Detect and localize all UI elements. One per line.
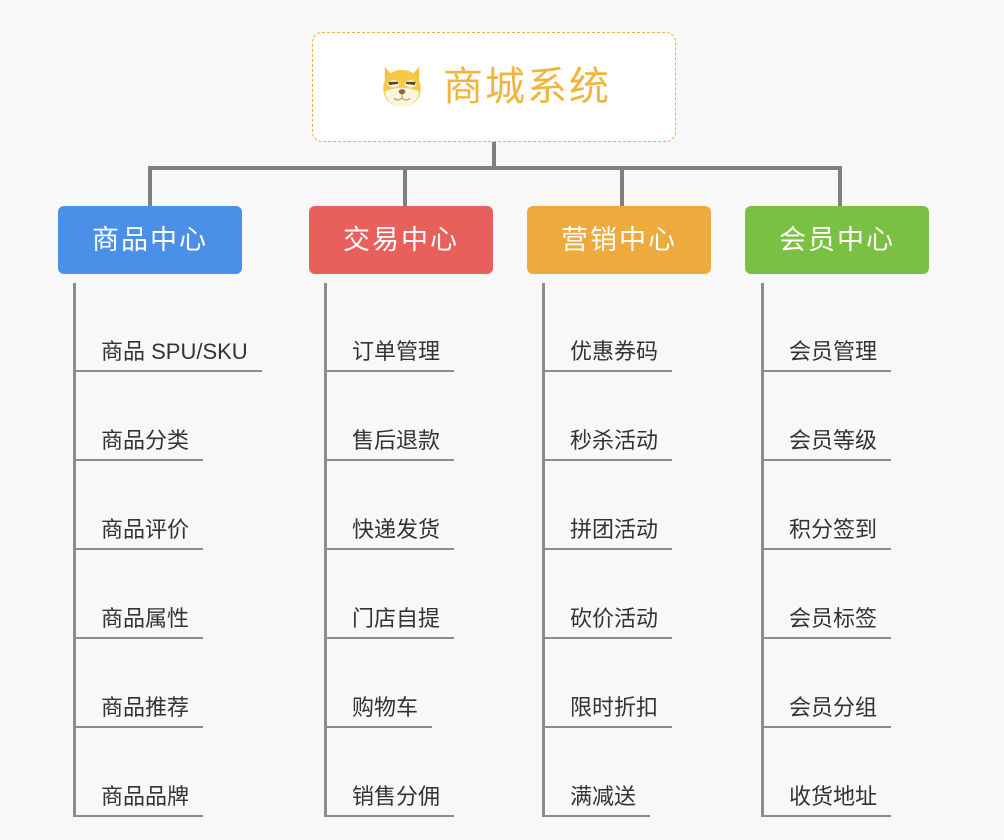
column-spine bbox=[324, 283, 327, 817]
list-item[interactable]: 商品属性 bbox=[73, 550, 262, 639]
list-item[interactable]: 限时折扣 bbox=[542, 639, 673, 728]
list-item-label: 会员管理 bbox=[789, 338, 878, 364]
list-item-label: 商品属性 bbox=[101, 605, 190, 631]
branch-header-marketing-center[interactable]: 营销中心 bbox=[527, 206, 711, 274]
list-item[interactable]: 订单管理 bbox=[324, 283, 455, 372]
connector-drop-3 bbox=[620, 166, 624, 206]
connector-drop-1 bbox=[148, 166, 152, 206]
list-item-label: 会员分组 bbox=[789, 694, 878, 720]
list-item-label: 收货地址 bbox=[789, 783, 878, 809]
list-item[interactable]: 商品品牌 bbox=[73, 728, 262, 817]
list-item-label: 商品推荐 bbox=[101, 694, 190, 720]
list-item-label: 售后退款 bbox=[352, 427, 441, 453]
list-item[interactable]: 会员标签 bbox=[761, 550, 892, 639]
branch-header-label: 商品中心 bbox=[92, 224, 208, 255]
branch-header-member-center[interactable]: 会员中心 bbox=[745, 206, 929, 274]
list-item[interactable]: 会员分组 bbox=[761, 639, 892, 728]
connector-drop-4 bbox=[838, 166, 842, 206]
list-item[interactable]: 购物车 bbox=[324, 639, 454, 728]
branch-header-label: 交易中心 bbox=[343, 224, 459, 255]
root-node-mall-system[interactable]: 商城系统 bbox=[312, 32, 676, 142]
list-item-label: 商品品牌 bbox=[101, 783, 190, 809]
list-item-label: 门店自提 bbox=[352, 605, 441, 631]
list-item[interactable]: 售后退款 bbox=[324, 372, 455, 461]
branch-header-label: 营销中心 bbox=[561, 224, 677, 255]
list-item-label: 积分签到 bbox=[789, 516, 878, 542]
list-item-label: 购物车 bbox=[352, 694, 419, 720]
list-item[interactable]: 商品分类 bbox=[73, 372, 262, 461]
list-item[interactable]: 会员等级 bbox=[761, 372, 892, 461]
list-item-label: 秒杀活动 bbox=[570, 427, 659, 453]
list-item[interactable]: 优惠券码 bbox=[542, 283, 673, 372]
list-item-label: 拼团活动 bbox=[570, 516, 659, 542]
list-item[interactable]: 商品推荐 bbox=[73, 639, 262, 728]
column-spine bbox=[73, 283, 76, 817]
list-item[interactable]: 满减送 bbox=[542, 728, 672, 817]
connector-drop-2 bbox=[403, 166, 407, 206]
shiba-dog-icon bbox=[383, 66, 421, 107]
list-item-label: 商品评价 bbox=[101, 516, 190, 542]
branch-column-marketing-center: 优惠券码 秒杀活动 拼团活动 砍价活动 限时折扣 满减送 bbox=[542, 283, 673, 817]
connector-root-stem bbox=[492, 142, 496, 168]
list-item-label: 订单管理 bbox=[352, 338, 441, 364]
list-item-label: 会员标签 bbox=[789, 605, 878, 631]
branch-header-label: 会员中心 bbox=[779, 224, 895, 255]
branch-header-trade-center[interactable]: 交易中心 bbox=[309, 206, 493, 274]
branch-column-product-center: 商品 SPU/SKU 商品分类 商品评价 商品属性 商品推荐 商品品牌 bbox=[73, 283, 262, 817]
list-item-label: 快递发货 bbox=[352, 516, 441, 542]
list-item[interactable]: 拼团活动 bbox=[542, 461, 673, 550]
column-spine bbox=[761, 283, 764, 817]
list-item[interactable]: 商品评价 bbox=[73, 461, 262, 550]
list-item-label: 砍价活动 bbox=[570, 605, 659, 631]
list-item[interactable]: 砍价活动 bbox=[542, 550, 673, 639]
branch-header-product-center[interactable]: 商品中心 bbox=[58, 206, 242, 274]
list-item-label: 会员等级 bbox=[789, 427, 878, 453]
list-item-label: 满减送 bbox=[570, 783, 637, 809]
list-item-label: 商品 SPU/SKU bbox=[101, 338, 248, 364]
list-item[interactable]: 销售分佣 bbox=[324, 728, 455, 817]
list-item[interactable]: 秒杀活动 bbox=[542, 372, 673, 461]
list-item[interactable]: 门店自提 bbox=[324, 550, 455, 639]
branch-column-trade-center: 订单管理 售后退款 快递发货 门店自提 购物车 销售分佣 bbox=[324, 283, 455, 817]
list-item[interactable]: 快递发货 bbox=[324, 461, 455, 550]
list-item[interactable]: 会员管理 bbox=[761, 283, 892, 372]
list-item-label: 优惠券码 bbox=[570, 338, 659, 364]
list-item-label: 销售分佣 bbox=[352, 783, 441, 809]
list-item[interactable]: 商品 SPU/SKU bbox=[73, 283, 262, 372]
list-item-label: 限时折扣 bbox=[570, 694, 659, 720]
branch-column-member-center: 会员管理 会员等级 积分签到 会员标签 会员分组 收货地址 bbox=[761, 283, 892, 817]
list-item[interactable]: 积分签到 bbox=[761, 461, 892, 550]
list-item[interactable]: 收货地址 bbox=[761, 728, 892, 817]
list-item-label: 商品分类 bbox=[101, 427, 190, 453]
column-spine bbox=[542, 283, 545, 817]
root-node-title: 商城系统 bbox=[443, 65, 611, 109]
connector-horizontal-bus bbox=[148, 166, 842, 170]
